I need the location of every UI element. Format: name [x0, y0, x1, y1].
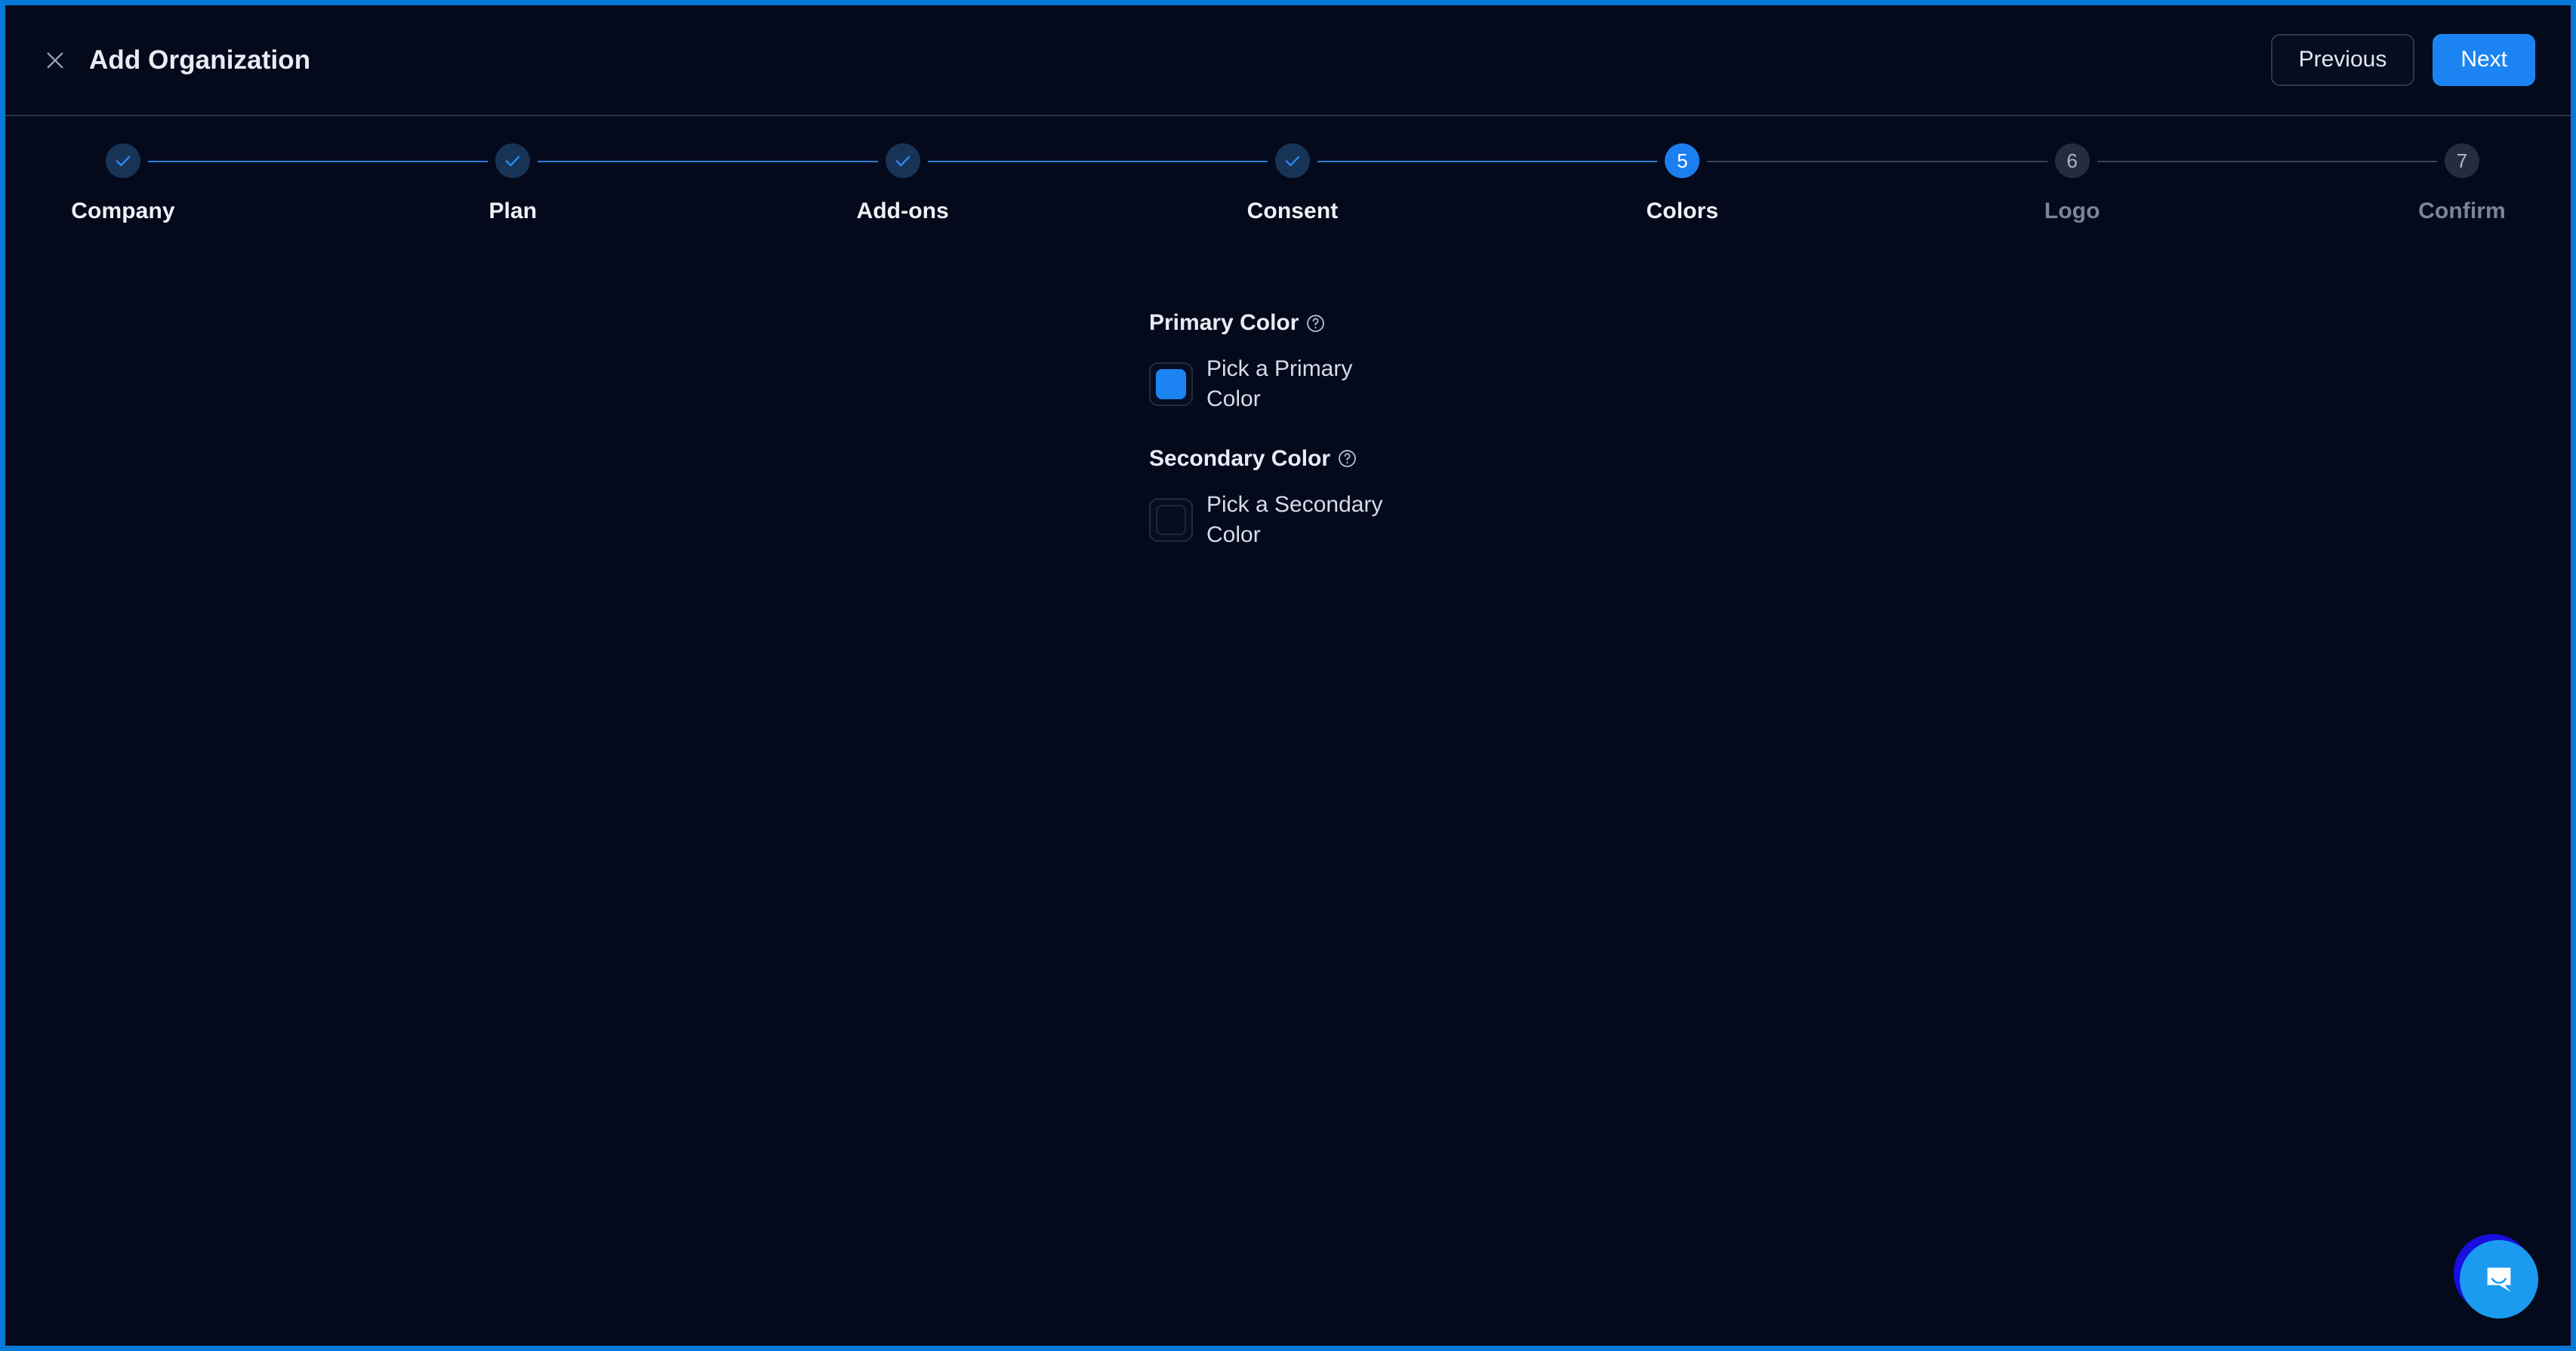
secondary-color-swatch [1156, 504, 1186, 535]
secondary-color-group: Secondary Color Pick a Secondary Color [1149, 446, 2571, 550]
primary-color-label: Primary Color [1149, 310, 1299, 335]
check-icon [106, 143, 140, 178]
stepper-step-label: Company [71, 198, 175, 223]
stepper-connector [1317, 161, 1658, 162]
secondary-color-swatch-text: Pick a Secondary Color [1206, 491, 1383, 547]
stepper-connector [2097, 161, 2437, 162]
stepper-step-label: Consent [1246, 198, 1339, 223]
help-circle-icon[interactable] [1305, 313, 1326, 334]
stepper-connector [927, 161, 1268, 162]
chat-bubble-icon [2460, 1240, 2538, 1319]
check-icon [1275, 143, 1310, 178]
stepper-step-label: Logo [2044, 198, 2100, 223]
primary-color-swatch-text: Pick a Primary Color [1206, 356, 1353, 411]
secondary-color-picker-row: Pick a Secondary Color [1149, 490, 2571, 550]
primary-color-label-row: Primary Color [1149, 310, 2571, 336]
stepper-connector [538, 161, 878, 162]
stepper-step-company[interactable]: Company [25, 143, 221, 224]
secondary-color-label-row: Secondary Color [1149, 446, 2571, 472]
previous-button[interactable]: Previous [2270, 34, 2415, 86]
stepper-step-consent[interactable]: Consent [1194, 143, 1391, 224]
app-window: Add Organization Previous Next Company Pl… [5, 5, 2571, 1346]
header-actions: Previous Next [2270, 34, 2535, 86]
main-content: Primary Color Pick a Primary Color Se [5, 267, 2571, 550]
stepper-connector [1707, 161, 2048, 162]
check-icon [885, 143, 920, 178]
page-title: Add Organization [89, 45, 311, 75]
primary-color-group: Primary Color Pick a Primary Color [1149, 310, 2571, 414]
chat-launcher-button[interactable] [2454, 1234, 2538, 1319]
secondary-color-swatch-button[interactable] [1149, 497, 1193, 542]
secondary-color-label: Secondary Color [1149, 445, 1331, 471]
stepper-step-label: Plan [488, 198, 538, 223]
primary-color-picker-row: Pick a Primary Color [1149, 354, 2571, 414]
check-icon [495, 143, 531, 178]
primary-color-swatch-button[interactable] [1149, 362, 1193, 406]
stepper-step-label: Confirm [2418, 198, 2506, 223]
stepper-step-label: Colors [1646, 198, 1719, 223]
stepper-connector [148, 161, 488, 162]
primary-color-swatch [1156, 368, 1186, 399]
step-number: 5 [1665, 143, 1700, 178]
help-circle-icon[interactable] [1337, 448, 1357, 469]
modal-header: Add Organization Previous Next [5, 5, 2571, 116]
close-icon[interactable] [41, 46, 69, 75]
stepper-step-label: Add-ons [856, 198, 949, 223]
header-left-group: Add Organization [41, 45, 310, 75]
stepper-step-plan[interactable]: Plan [414, 143, 611, 224]
next-button[interactable]: Next [2433, 34, 2535, 86]
step-number: 7 [2445, 143, 2479, 178]
step-number: 6 [2054, 143, 2090, 178]
stepper-step-add-ons[interactable]: Add-ons [805, 143, 1001, 224]
